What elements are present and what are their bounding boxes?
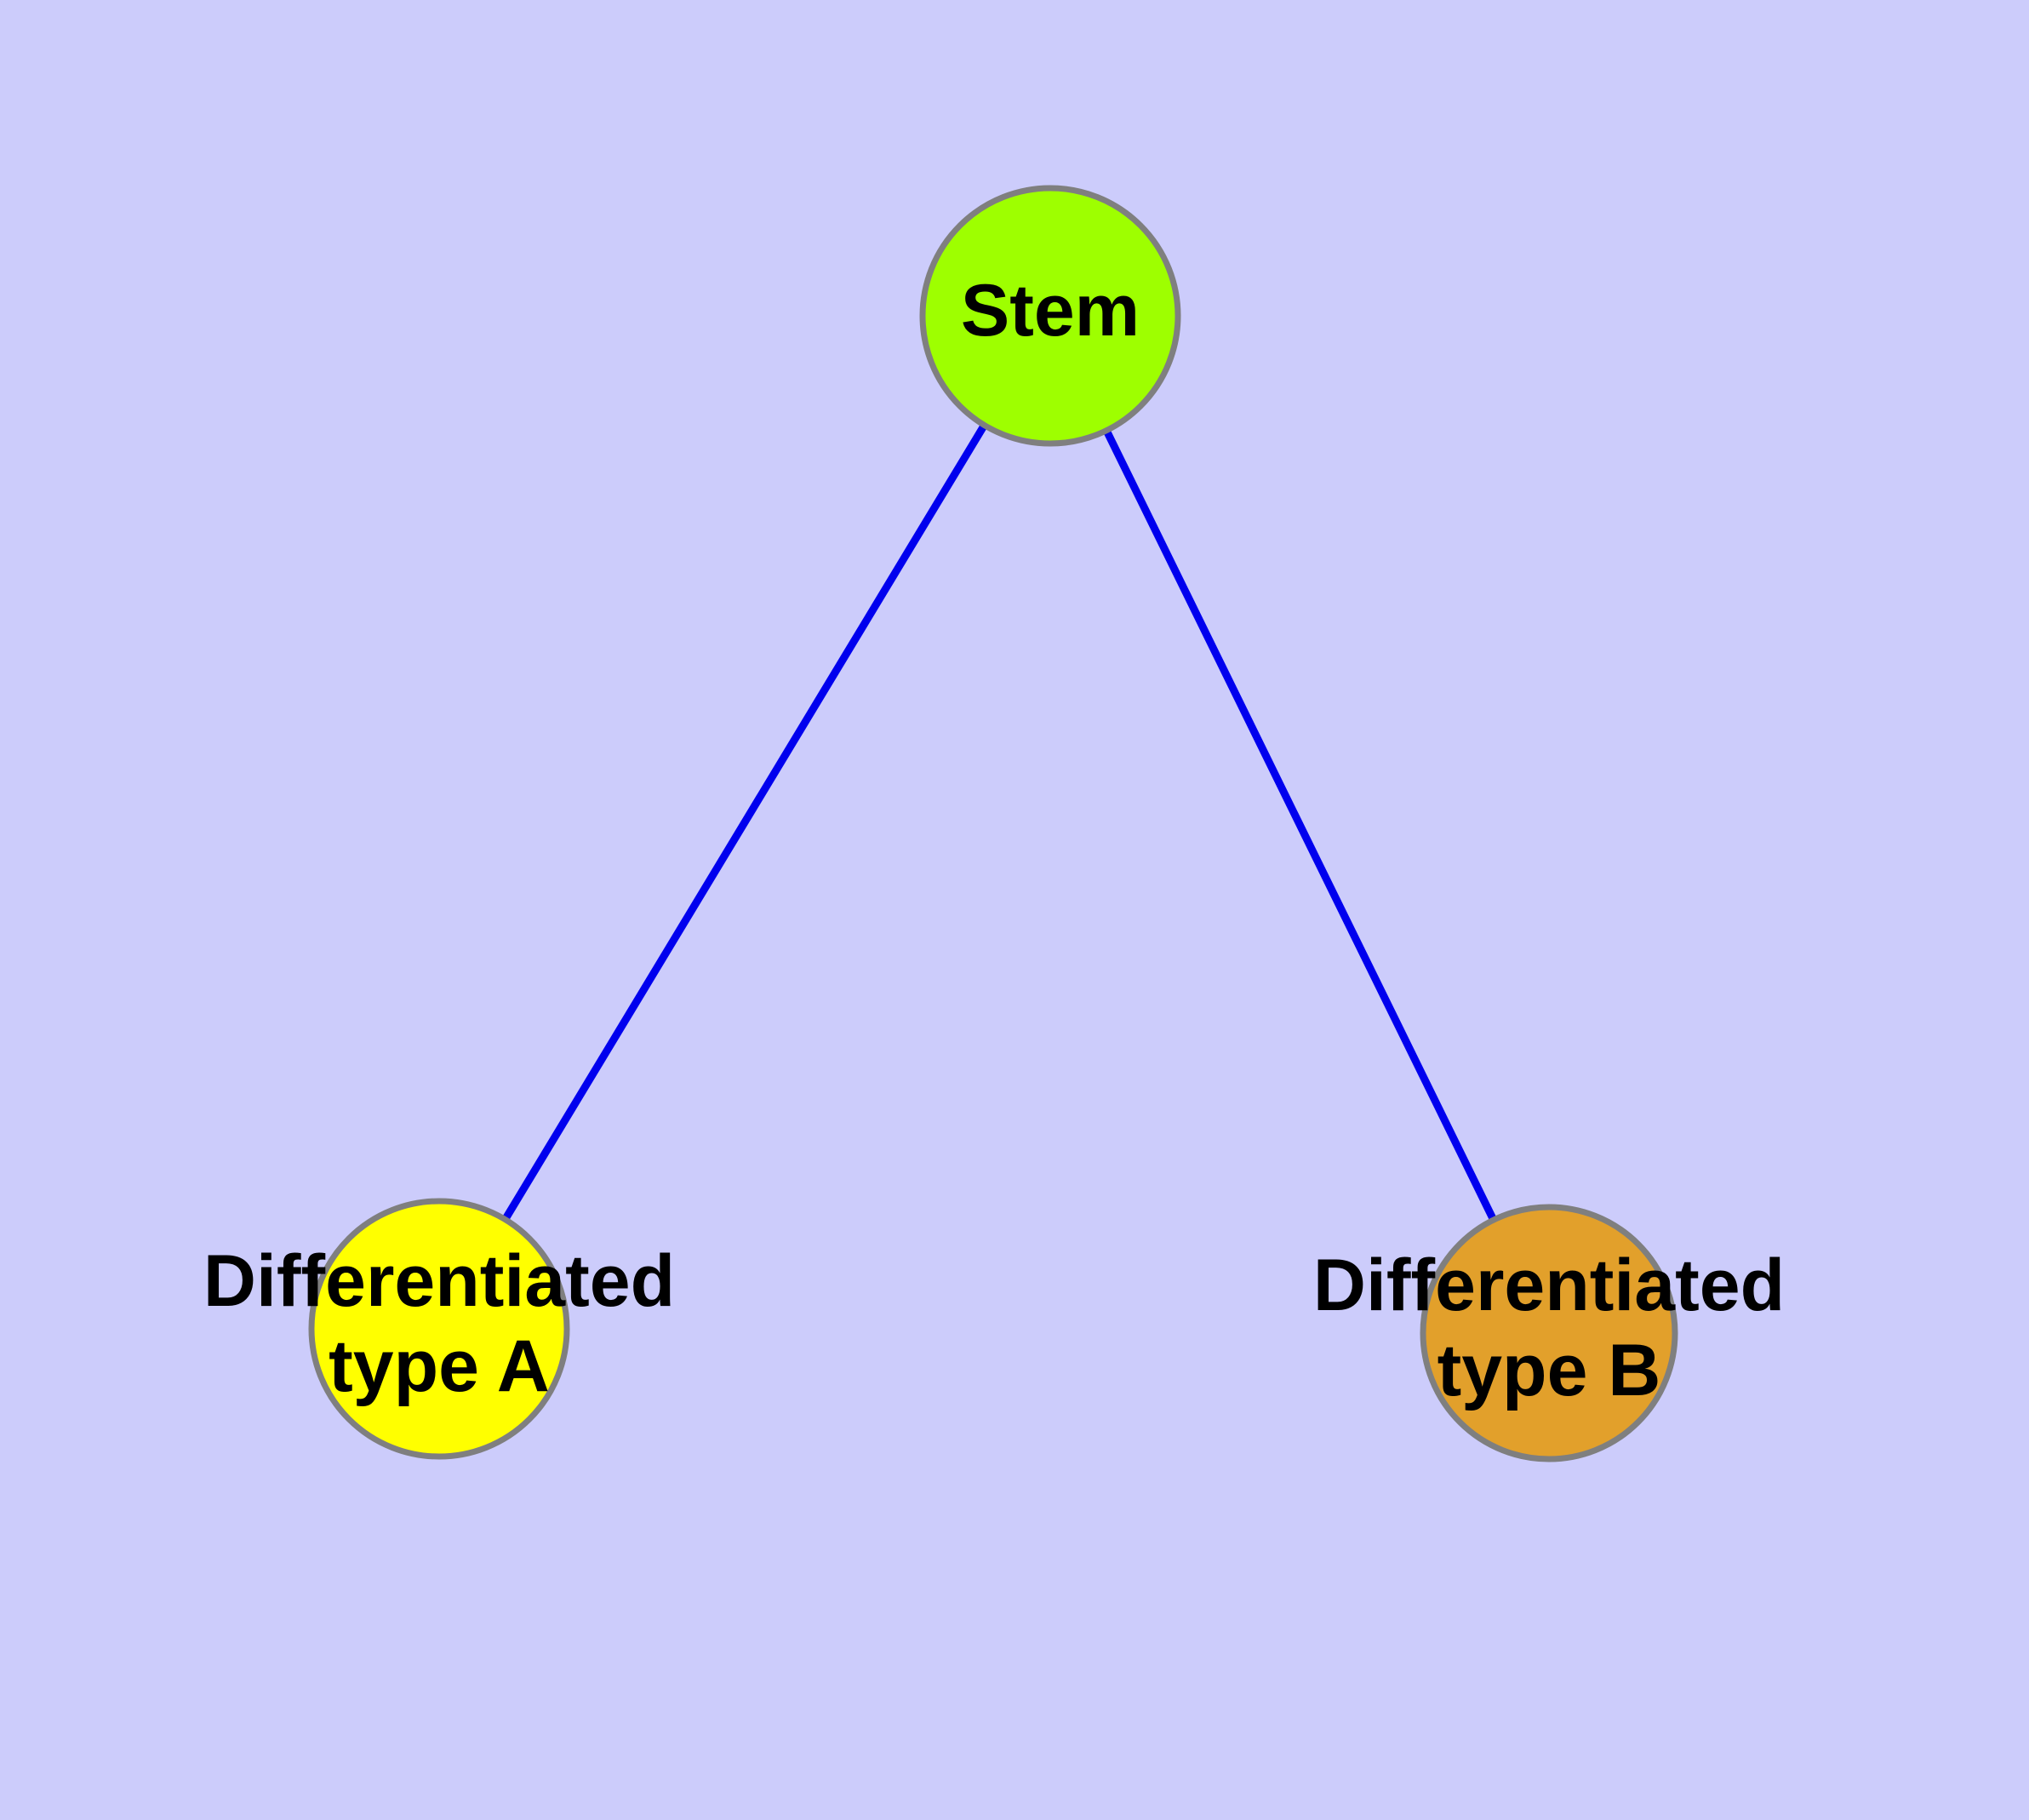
graph-edge-stem-to-diff-b[interactable] (1101, 426, 1499, 1225)
graph-node-diff_b[interactable] (1420, 1204, 1678, 1462)
node-label-line: Differentiated (203, 1240, 675, 1322)
node-label-line: type B (1437, 1330, 1661, 1411)
edges-group (500, 420, 1499, 1225)
node-label-line: Differentiated (1313, 1245, 1785, 1326)
node-label-stem: Stem (961, 270, 1140, 352)
nodes-group (308, 185, 1678, 1462)
node-label-line: type A (329, 1325, 550, 1407)
node-label-line: Stem (961, 270, 1140, 352)
graph-edge-stem-to-diff-a[interactable] (500, 420, 990, 1225)
graph-node-diff_a[interactable] (308, 1198, 570, 1460)
graph-node-stem[interactable] (919, 185, 1181, 447)
